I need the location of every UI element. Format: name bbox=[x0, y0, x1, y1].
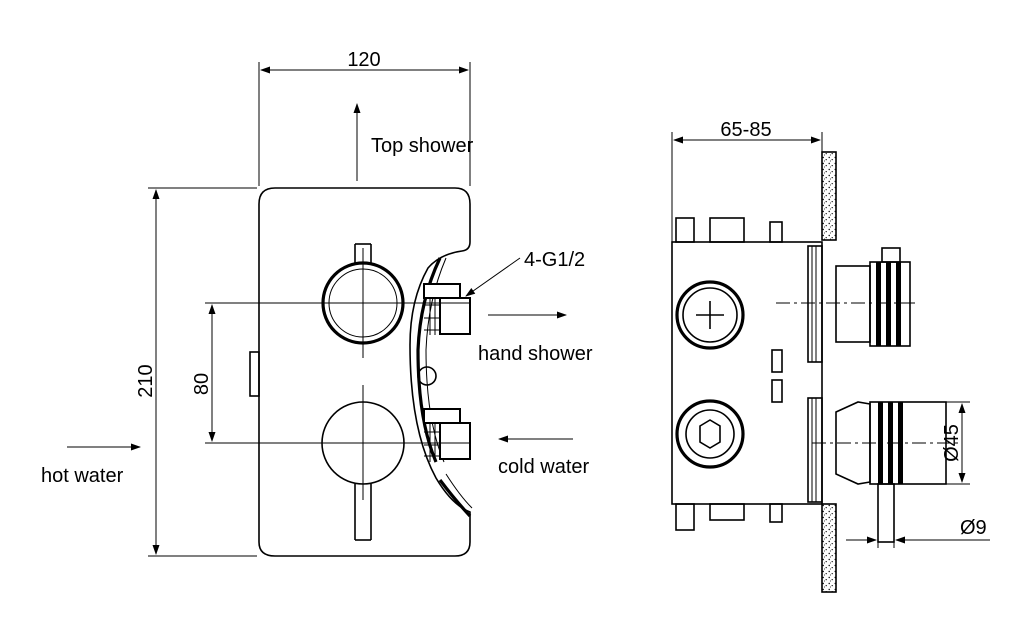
dimension-pin-diameter bbox=[846, 536, 990, 548]
faceplate-notch bbox=[249, 351, 260, 397]
valve-body bbox=[671, 241, 823, 505]
top-shower-label: Top shower bbox=[371, 135, 474, 157]
dimension-label-80: 80 bbox=[191, 373, 213, 395]
dimension-depth bbox=[671, 132, 823, 242]
lower-cartridge bbox=[835, 401, 947, 543]
lower-port bbox=[675, 399, 745, 469]
dimension-handle-diameter bbox=[946, 401, 970, 485]
dimension-width-120 bbox=[258, 62, 471, 186]
dimension-label-pin-diameter: Ø9 bbox=[960, 517, 987, 539]
thread-label: 4-G1/2 bbox=[524, 249, 585, 271]
wall-upper bbox=[821, 151, 837, 241]
dimension-label-120: 120 bbox=[347, 49, 380, 71]
dimension-label-210: 210 bbox=[135, 364, 157, 397]
lower-handle bbox=[321, 385, 405, 541]
upper-port bbox=[675, 280, 745, 350]
hand-shower-label: hand shower bbox=[478, 343, 593, 365]
upper-handle bbox=[321, 243, 405, 358]
cold-water-label: cold water bbox=[498, 456, 589, 478]
hot-water-label: hot water bbox=[41, 465, 124, 487]
dimension-label-handle-diameter: Ø45 bbox=[941, 424, 963, 462]
dimension-spacing-80 bbox=[205, 302, 470, 444]
thread-leader bbox=[465, 257, 521, 297]
dimension-height-210 bbox=[148, 187, 257, 557]
valve-body-cutout bbox=[416, 257, 473, 518]
upper-cartridge bbox=[835, 247, 911, 347]
faceplate-outline bbox=[258, 187, 471, 557]
dimension-label-depth: 65-85 bbox=[720, 119, 771, 141]
side-view: 65-85 Ø45 Ø9 bbox=[671, 119, 990, 593]
wall-lower bbox=[821, 503, 837, 593]
front-view: 120 210 80 4-G1/2 Top shower hand shower… bbox=[41, 49, 593, 557]
